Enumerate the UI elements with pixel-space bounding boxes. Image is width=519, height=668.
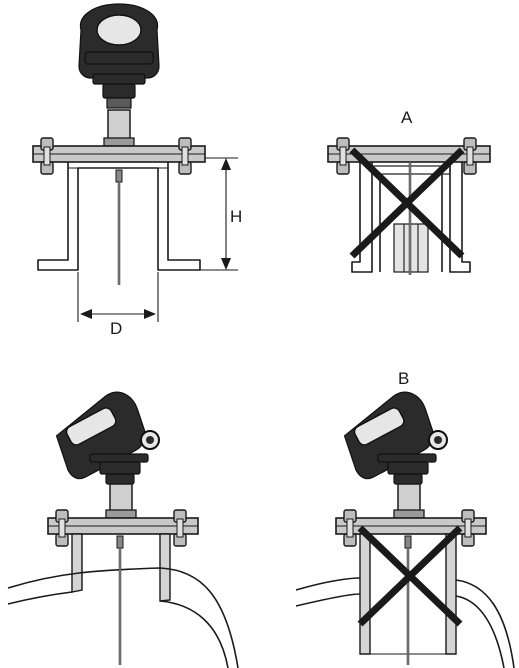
incorrect-tank-b	[295, 384, 515, 668]
incorrect-a-label: A	[401, 108, 413, 127]
incorrect-nozzle-a	[327, 137, 491, 275]
correct-tank-installation	[7, 384, 239, 668]
height-label: H	[230, 207, 242, 226]
incorrect-b-label: B	[398, 369, 409, 388]
diameter-label: D	[110, 319, 122, 338]
correct-nozzle-installation	[32, 3, 238, 322]
